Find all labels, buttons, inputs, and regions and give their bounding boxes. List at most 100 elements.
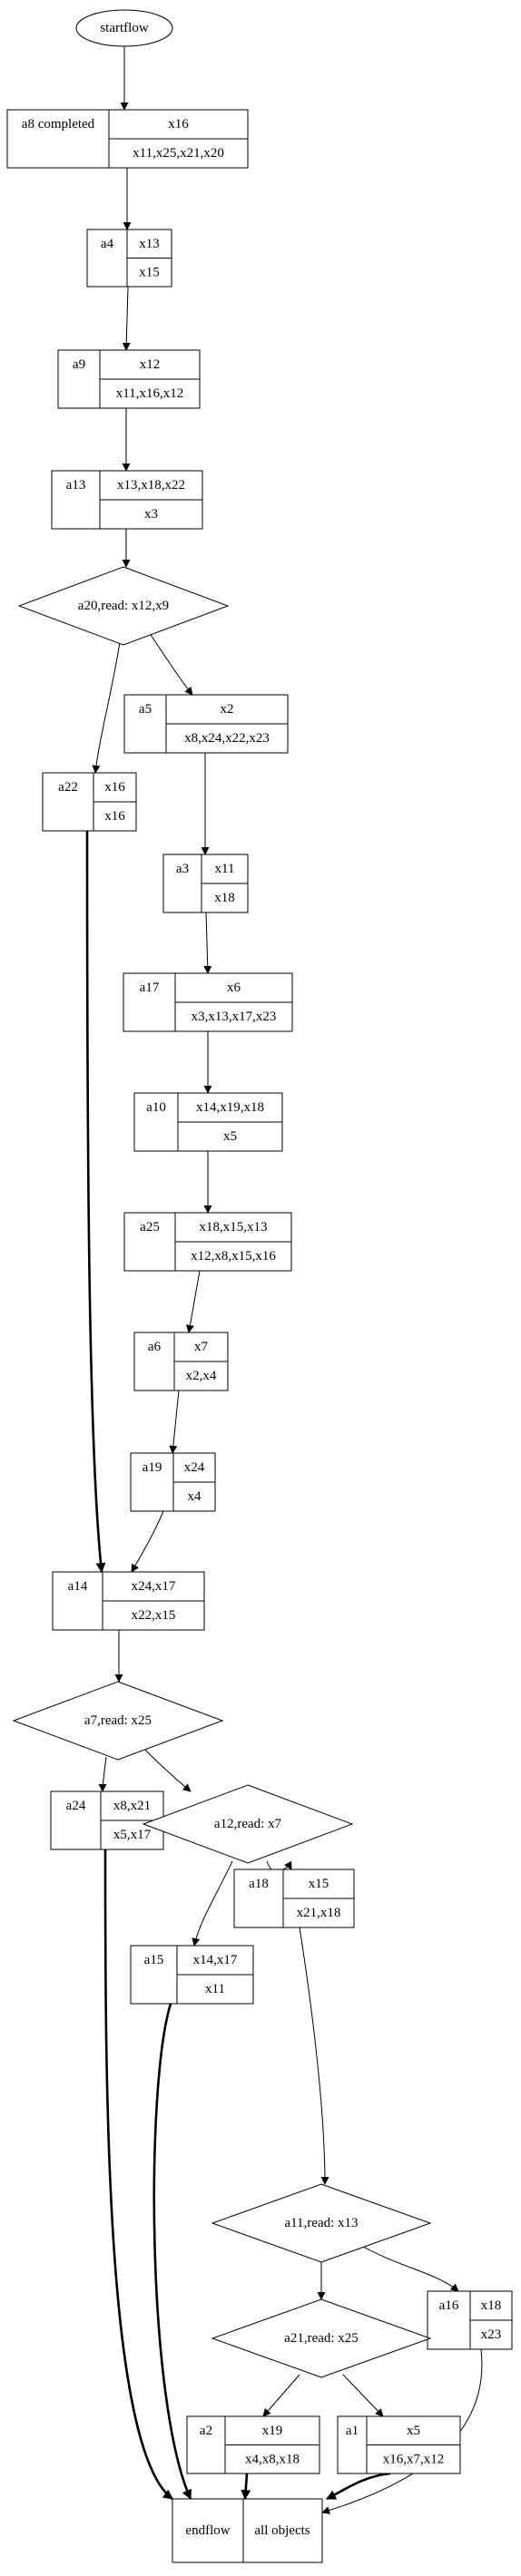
node-write-vars: x11: [205, 1982, 225, 1996]
node-read-vars: x15: [309, 1877, 329, 1891]
node-read-vars: x7: [194, 1340, 209, 1354]
edge-a19-to-a14: [131, 1510, 164, 1573]
node-read-vars: x6: [227, 981, 241, 995]
node-a5: a5 x2 x8,x24,x22,x23: [123, 694, 289, 754]
node-read-vars: x2: [221, 702, 234, 717]
node-write-vars: x22,x15: [132, 1608, 176, 1623]
decision-diamond: [211, 2298, 432, 2378]
node-read-vars: x16: [168, 117, 189, 132]
node-read-vars: x5: [407, 2424, 420, 2438]
node-a13: a13 x13,x18,x22 x3: [51, 470, 203, 530]
edge-a21-to-a2: [262, 2374, 300, 2417]
edge-a25-to-a6: [185, 1270, 201, 1333]
edge-a15-to-end: [152, 2003, 192, 2501]
node-name: a10: [146, 1100, 166, 1115]
edge-a4-to-a9: [122, 286, 131, 351]
end-objects-label: all objects: [254, 2523, 310, 2538]
node-read-vars: x18: [481, 2298, 502, 2313]
edge-a1-to-end: [326, 2472, 391, 2501]
node-a8: a8 completed x16 x11,x25,x21,x20: [6, 109, 249, 169]
node-write-vars: x3,x13,x17,x23: [192, 1010, 277, 1024]
edge-a2-to-end: [241, 2473, 251, 2501]
node-name: a16: [439, 2298, 459, 2313]
edge-a3-to-a17: [203, 912, 212, 974]
node-name: a1: [346, 2424, 359, 2438]
node-read-vars: x8,x21: [113, 1799, 151, 1813]
decision-label: a7,read: x25: [84, 1713, 152, 1728]
node-write-vars: x2,x4: [186, 1369, 217, 1383]
node-name: a4: [101, 237, 114, 251]
node-read-vars: x13: [139, 237, 160, 251]
node-write-vars: x18: [214, 891, 235, 905]
node-write-vars: x16,x7,x12: [383, 2452, 445, 2466]
decision-a12: a12,read: x7: [142, 1784, 354, 1864]
node-a25: a25 x18,x15,x13 x12,x8,x15,x16: [123, 1212, 292, 1272]
start-node: startflow: [75, 9, 173, 47]
node-name: a3: [176, 862, 189, 876]
decision-label: a20,read: x12,x9: [78, 599, 169, 613]
decision-diamond: [17, 566, 230, 646]
node-write-vars: x8,x24,x22,x23: [184, 731, 270, 746]
node-read-vars: x13,x18,x22: [117, 478, 185, 493]
node-write-vars: x5: [223, 1129, 237, 1144]
node-name: a25: [140, 1220, 160, 1234]
node-write-vars: x11,x25,x21,x20: [133, 146, 224, 161]
node-a2: a2 x19 x4,x8,x18: [186, 2415, 320, 2474]
node-a1: a1 x5 x16,x7,x12: [337, 2415, 461, 2474]
node-read-vars: x12: [140, 357, 161, 372]
node-write-vars: x16: [104, 809, 125, 824]
node-read-vars: x14,x19,x18: [196, 1100, 264, 1115]
node-a10: a10 x14,x19,x18 x5: [133, 1092, 283, 1152]
decision-diamond: [211, 2183, 432, 2263]
decision-a20: a20,read: x12,x9: [17, 566, 230, 646]
node-write-vars: x12,x8,x15,x16: [191, 1249, 276, 1264]
node-a16: a16 x18 x23: [427, 2290, 513, 2350]
node-read-vars: x14,x17: [193, 1953, 238, 1967]
node-name: a8 completed: [22, 117, 95, 132]
edge-a6-to-a19: [169, 1390, 180, 1454]
node-write-vars: x3: [144, 507, 158, 522]
edge-a7-to-a12: [138, 1742, 192, 1792]
node-write-vars: x21,x18: [297, 1906, 341, 1920]
node-read-vars: x18,x15,x13: [200, 1220, 268, 1234]
node-read-vars: x16: [104, 780, 125, 795]
decision-diamond: [142, 1784, 354, 1864]
node-name: a14: [68, 1579, 88, 1594]
decision-diamond: [12, 1681, 224, 1761]
node-name: a2: [200, 2424, 212, 2438]
node-name: a5: [139, 702, 152, 717]
decision-a21: a21,read: x25: [211, 2298, 432, 2378]
node-write-vars: x4,x8,x18: [245, 2452, 300, 2466]
decision-label: a11,read: x13: [284, 2216, 358, 2230]
node-a3: a3 x11 x18: [162, 854, 249, 913]
edge-a11-to-a16: [358, 2243, 459, 2292]
node-read-vars: x11: [215, 862, 235, 876]
edge-a22-to-a14: [85, 830, 106, 1574]
edge-a20-to-a5: [146, 629, 193, 696]
node-name: a13: [66, 478, 86, 493]
start-label: startflow: [100, 21, 148, 35]
edge-a24-to-end: [103, 1849, 173, 2501]
flow-edges: [85, 45, 483, 2514]
node-write-vars: x23: [481, 2327, 502, 2342]
node-read-vars: x24,x17: [132, 1579, 176, 1594]
edge-a12-to-a15: [192, 1860, 233, 1947]
decision-a7: a7,read: x25: [12, 1681, 224, 1761]
node-read-vars: x19: [262, 2424, 283, 2438]
edge-a18-to-a11: [299, 1927, 329, 2185]
node-write-vars: x4: [188, 1489, 202, 1504]
node-a14: a14 x24,x17 x22,x15: [52, 1571, 205, 1631]
decision-label: a12,read: x7: [214, 1817, 282, 1831]
edge-a7-to-a24: [98, 1756, 107, 1792]
edge-a21-to-a1: [342, 2374, 384, 2417]
node-name: a19: [143, 1460, 162, 1475]
